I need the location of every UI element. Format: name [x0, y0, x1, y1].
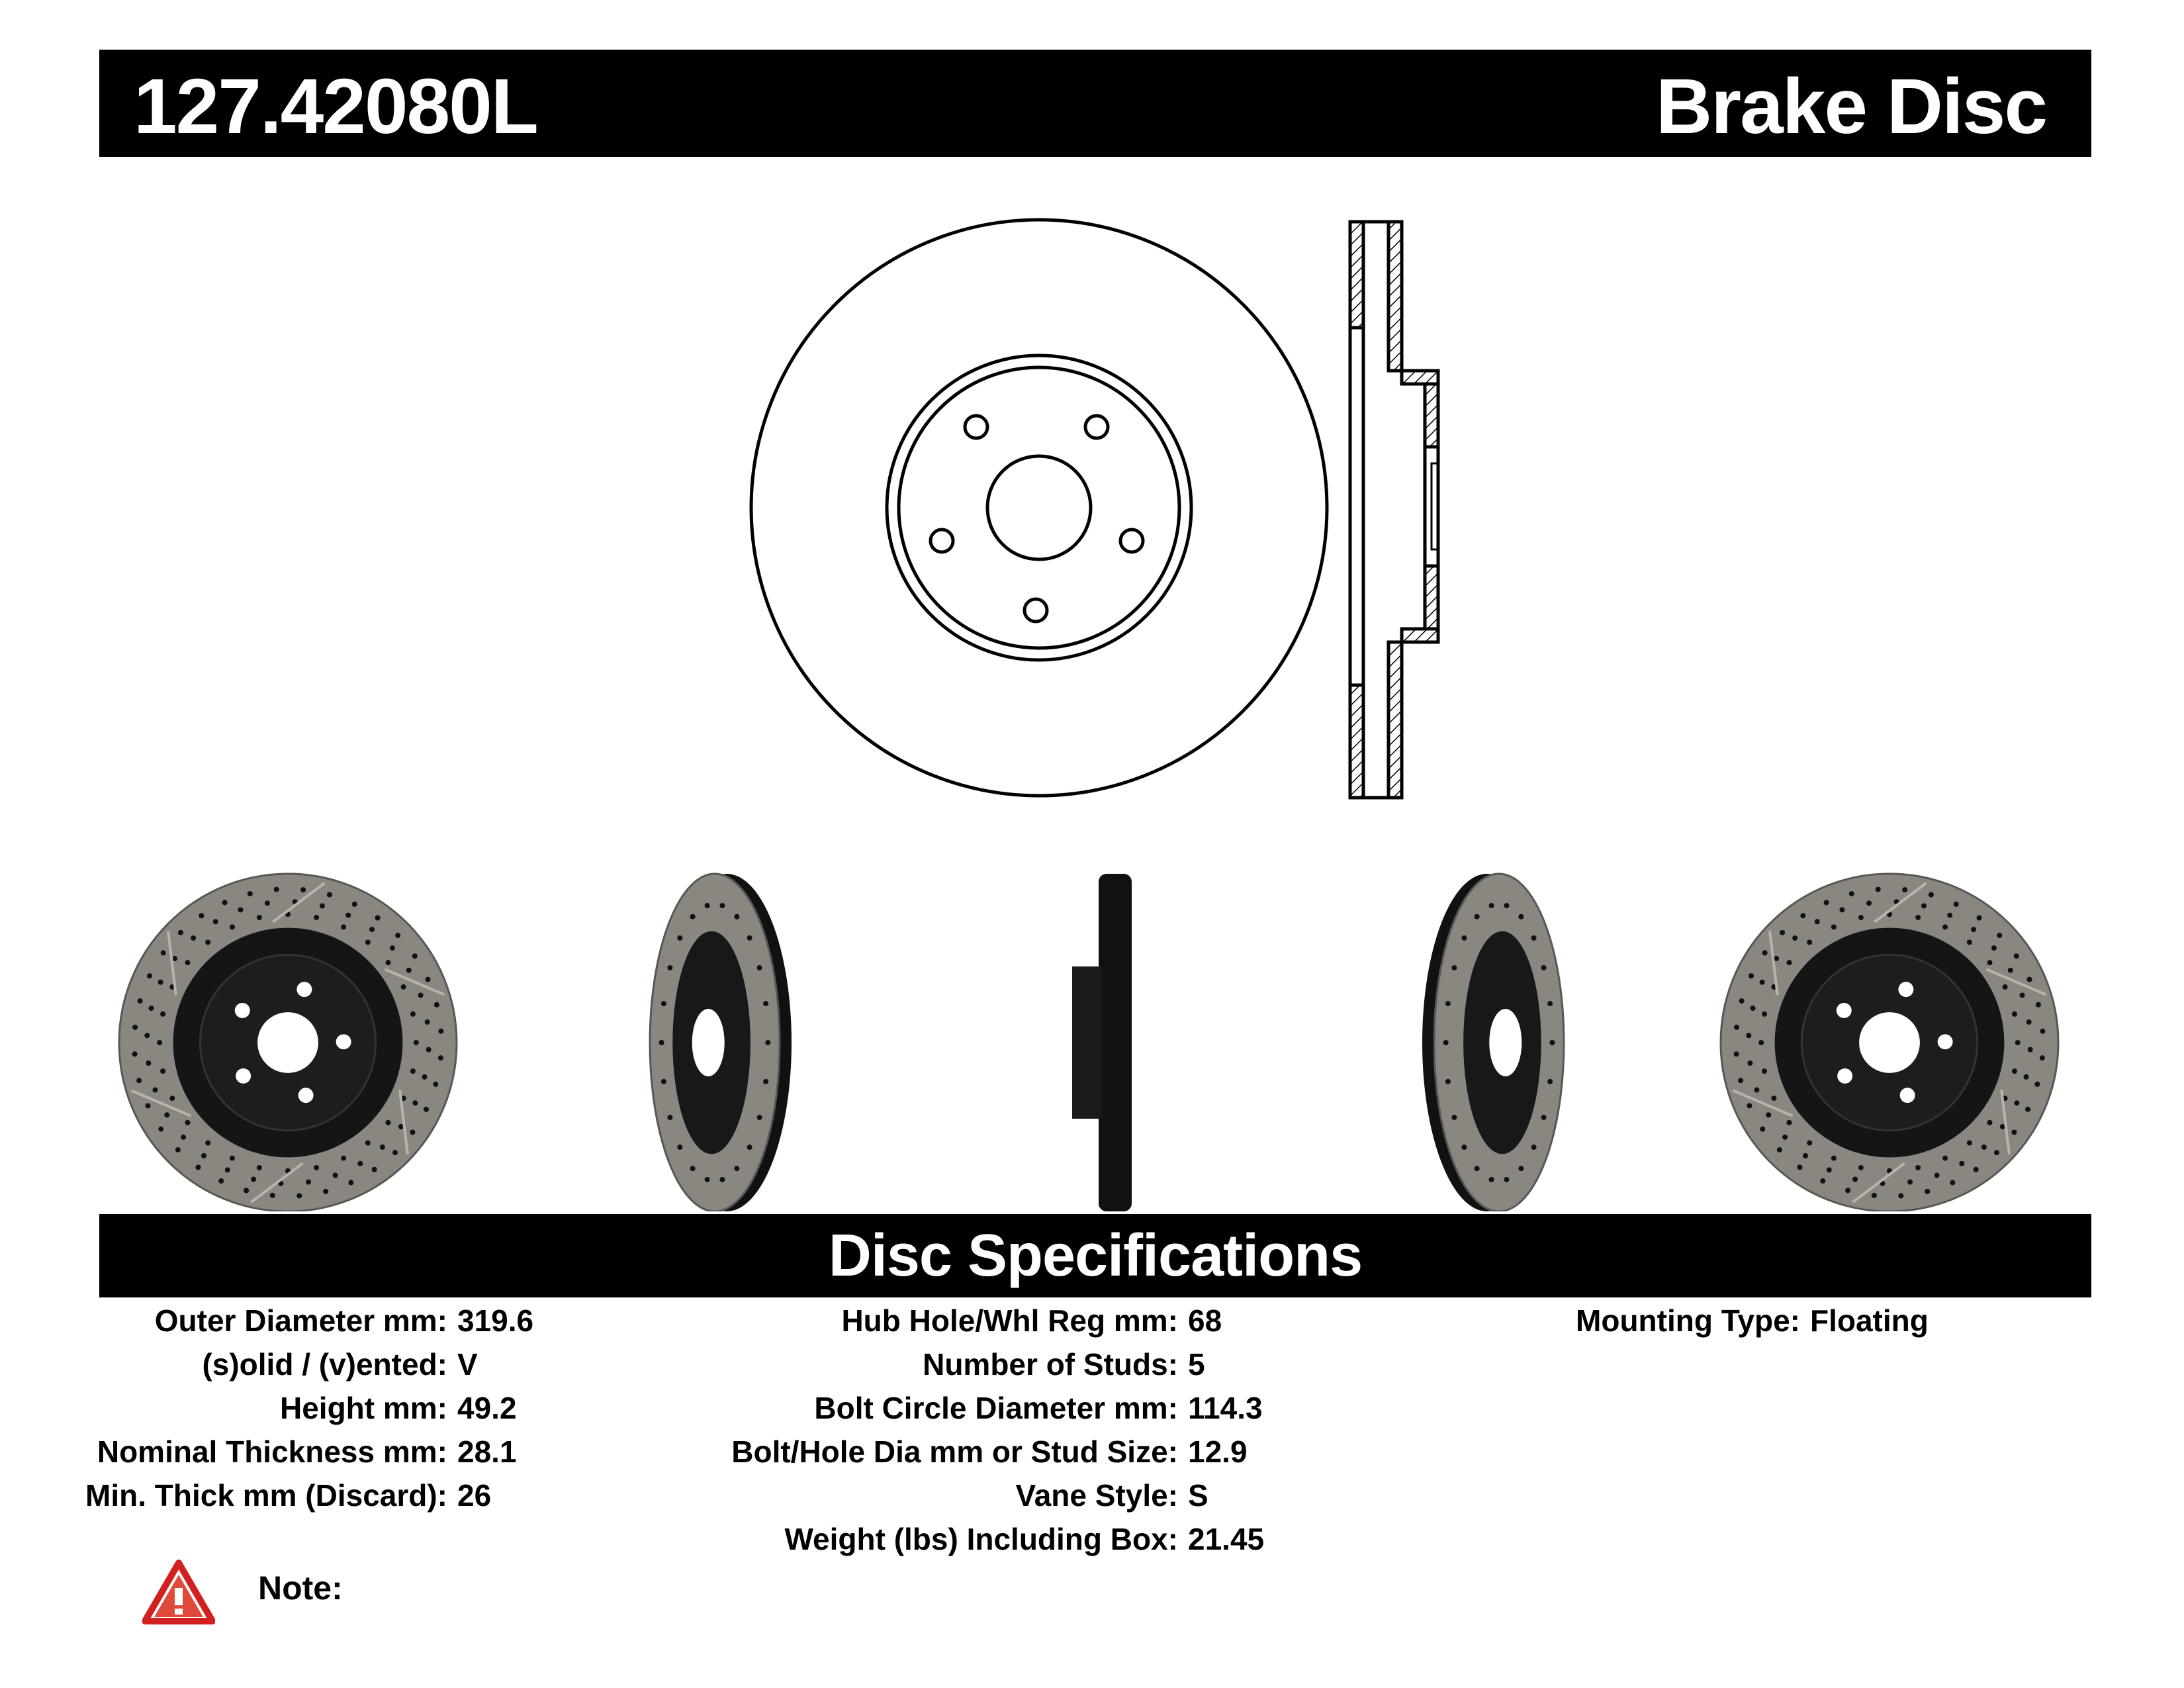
spec-label: Bolt/Hole Dia mm or Stud Size: [731, 1434, 1178, 1469]
spec-value: 49.2 [457, 1391, 517, 1425]
spec-label: Hub Hole/Whl Reg mm: [841, 1303, 1178, 1338]
disc-cross-section [1348, 220, 1440, 800]
spec-value: 28.1 [457, 1434, 517, 1469]
spec-row: Weight (lbs) Including Box: 21.45 [728, 1517, 1264, 1561]
spec-label: Nominal Thickness mm: [97, 1434, 447, 1469]
spec-label: Min. Thick mm (Discard): [85, 1478, 447, 1513]
product-type: Brake Disc [1655, 63, 2048, 150]
spec-label: Height mm: [280, 1391, 447, 1425]
header-bar: 127.42080L Brake Disc [99, 50, 2091, 157]
spec-row: Height mm: 49.2 [24, 1386, 517, 1430]
spec-label: Mounting Type: [1576, 1303, 1800, 1338]
part-number: 127.42080L [134, 63, 539, 150]
spec-value: 68 [1188, 1303, 1222, 1338]
spec-row: Hub Hole/Whl Reg mm: 68 [728, 1299, 1222, 1342]
spec-row: Mounting Type: Floating [1522, 1299, 1929, 1342]
spec-row: Bolt/Hole Dia mm or Stud Size: 12.9 [728, 1430, 1247, 1474]
warning-triangle-icon [142, 1560, 215, 1624]
note-label: Note: [258, 1570, 343, 1607]
spec-label: Outer Diameter mm: [154, 1303, 447, 1338]
spec-value: 26 [457, 1478, 492, 1513]
spec-row: Min. Thick mm (Discard): 26 [24, 1474, 491, 1517]
spec-row: Bolt Circle Diameter mm: 114.3 [728, 1386, 1262, 1430]
spec-value: 12.9 [1188, 1434, 1248, 1469]
spec-row: Nominal Thickness mm: 28.1 [24, 1430, 517, 1474]
spec-label: Vane Style: [1015, 1478, 1178, 1513]
spec-value: 5 [1188, 1347, 1205, 1382]
spec-label: Number of Studs: [923, 1347, 1178, 1382]
product-photos [118, 872, 2060, 1211]
spec-value: S [1188, 1478, 1208, 1513]
spec-row: Number of Studs: 5 [728, 1342, 1205, 1386]
spec-row: Outer Diameter mm: 319.6 [24, 1299, 533, 1342]
spec-label: Bolt Circle Diameter mm: [814, 1391, 1178, 1425]
photo-disc-edge [1099, 874, 1132, 1211]
disc-front-view [749, 218, 1329, 798]
spec-value: 21.45 [1188, 1522, 1265, 1556]
specs-column-3: Mounting Type: Floating [1522, 1299, 1929, 1342]
spec-value: 114.3 [1188, 1391, 1263, 1425]
spec-value: 319.6 [457, 1303, 534, 1338]
specs-column-1: Outer Diameter mm: 319.6 (s)olid / (v)ente… [24, 1299, 533, 1517]
specs-title: Disc Specifications [828, 1223, 1363, 1289]
spec-row: Vane Style: S [728, 1474, 1208, 1517]
spec-label: Weight (lbs) Including Box: [784, 1522, 1178, 1556]
technical-drawing [749, 218, 1440, 800]
spec-label: (s)olid / (v)ented: [202, 1347, 447, 1382]
spec-row: (s)olid / (v)ented: V [24, 1342, 477, 1386]
spec-value: Floating [1810, 1303, 1929, 1338]
specs-header-bar: Disc Specifications [99, 1214, 2091, 1297]
spec-value: V [457, 1347, 478, 1382]
